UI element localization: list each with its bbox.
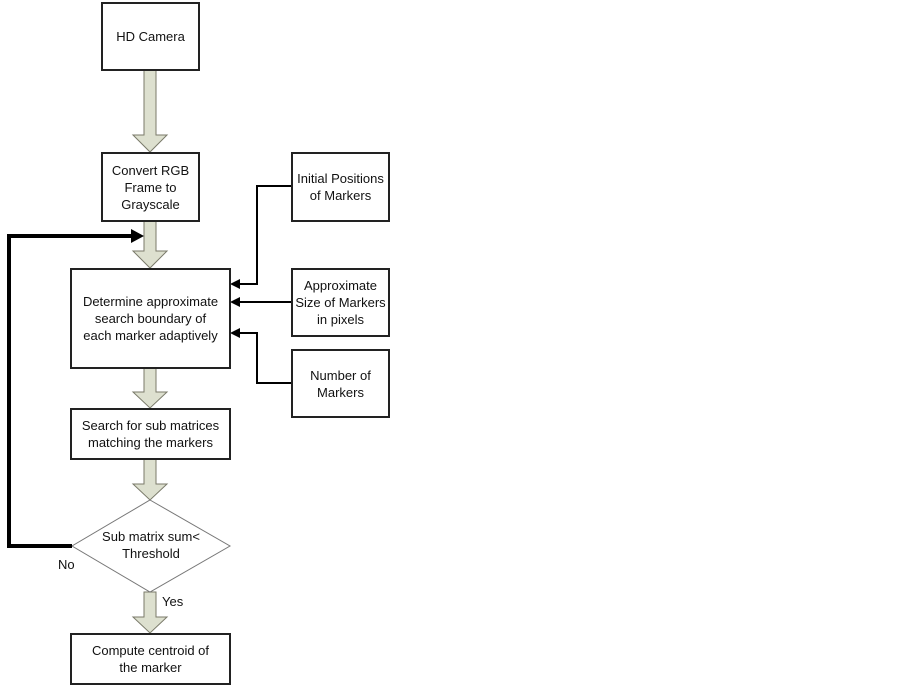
loop-back-arrow xyxy=(7,234,132,548)
label-yes: Yes xyxy=(162,594,184,609)
decision-diamond xyxy=(71,499,232,593)
node-number-markers: Number of Markers xyxy=(291,349,390,418)
decision-text: Sub matrix sum< Threshold xyxy=(102,529,200,561)
node-convert-grayscale: Convert RGB Frame to Grayscale xyxy=(101,152,200,222)
connector-initial-positions xyxy=(238,185,291,285)
connector-number-markers xyxy=(238,332,291,384)
node-compute-centroid: Compute centroid of the marker xyxy=(70,633,231,685)
block-arrow-determine-to-search xyxy=(131,367,169,409)
label-no: No xyxy=(58,557,75,572)
block-arrow-search-to-decision xyxy=(131,458,169,501)
node-initial-positions: Initial Positions of Markers xyxy=(291,152,390,222)
node-determine-boundary: Determine approximate search boundary of… xyxy=(70,268,231,369)
block-arrow-camera-to-convert xyxy=(131,69,169,153)
node-approx-size: Approximate Size of Markers in pixels xyxy=(291,268,390,337)
block-arrow-decision-to-compute xyxy=(131,591,169,634)
node-search-sub-matrices: Search for sub matrices matching the mar… xyxy=(70,408,231,460)
block-arrow-convert-to-determine xyxy=(131,220,169,269)
node-hd-camera: HD Camera xyxy=(101,2,200,71)
